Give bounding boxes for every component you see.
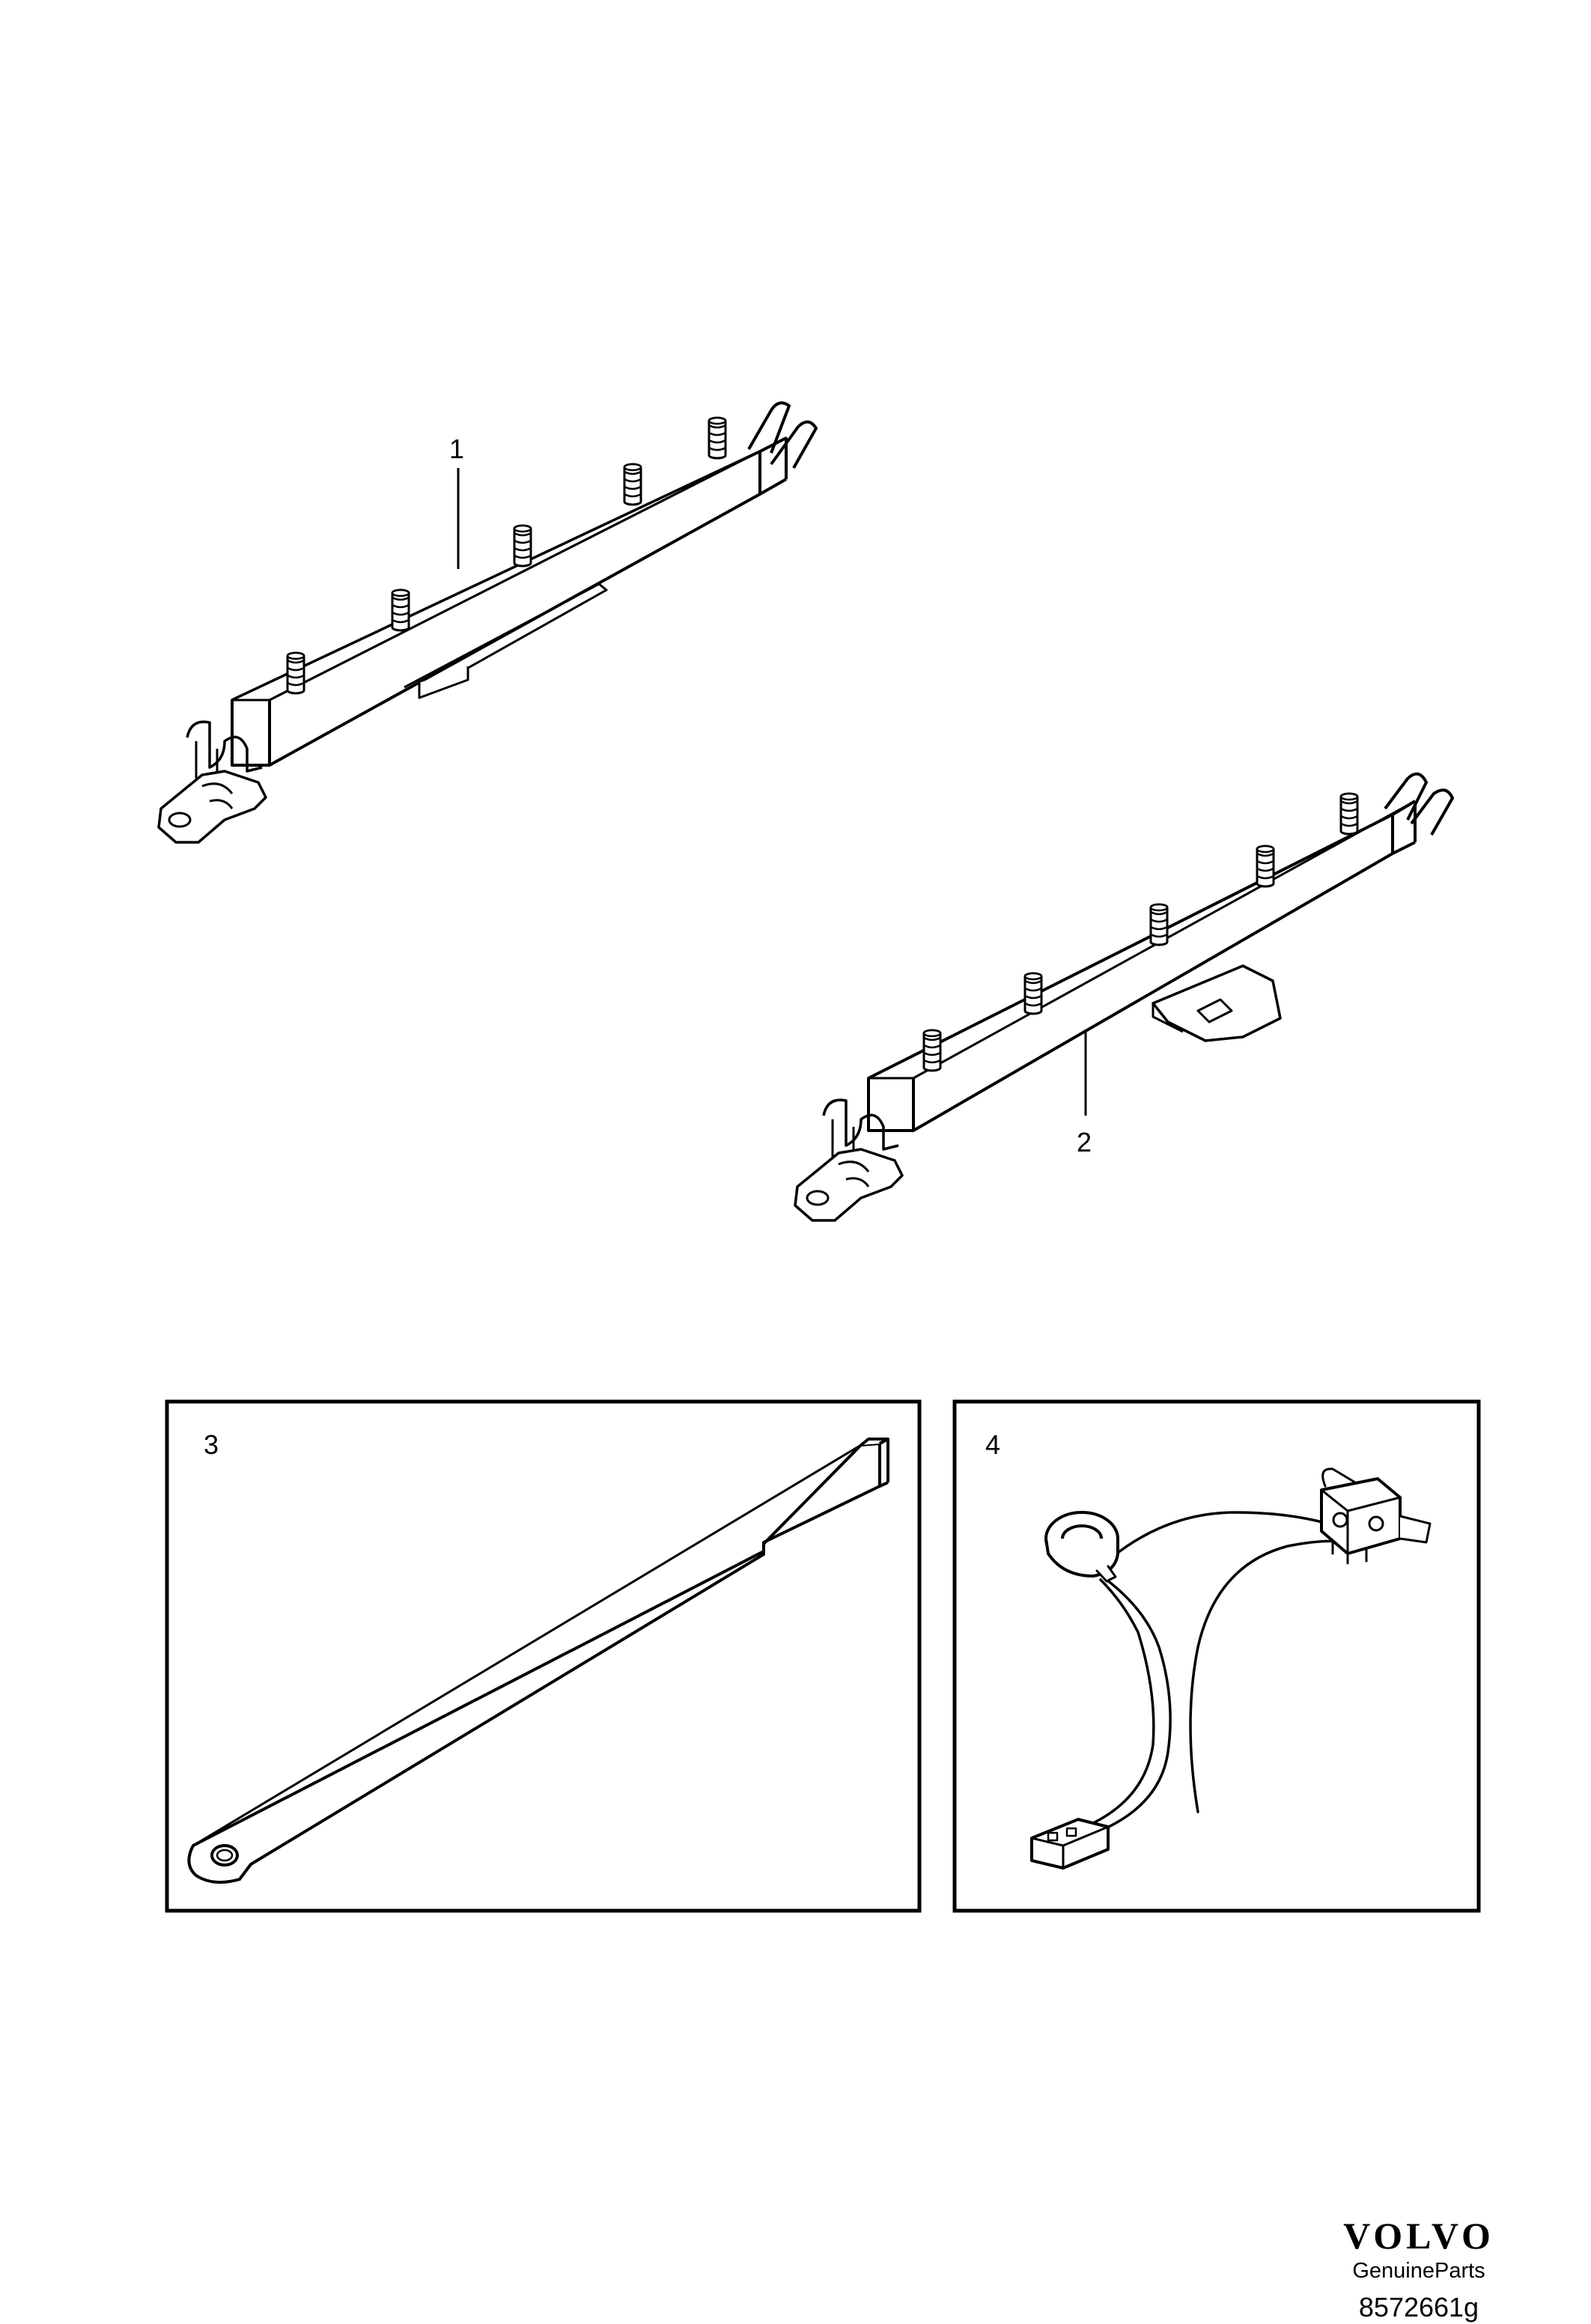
- callout-3: 3: [204, 1429, 219, 1460]
- callout-2: 2: [1077, 1127, 1092, 1158]
- callout-4: 4: [985, 1429, 1000, 1460]
- part-4-frame: [952, 1399, 1481, 1913]
- drawing-number: 8572661g: [1358, 2292, 1479, 2323]
- strap: [187, 1438, 889, 1884]
- callout-leaders: [457, 468, 1087, 1116]
- volvo-logo: VOLVO: [1343, 2215, 1494, 2257]
- brand-block: VOLVO GenuineParts 8572661g: [1329, 2215, 1509, 2324]
- callout-1: 1: [449, 434, 464, 464]
- brand-subtitle: GenuineParts: [1352, 2259, 1485, 2283]
- wiring-harness: [1030, 1467, 1432, 1870]
- seat-rail-1: [157, 401, 818, 844]
- seat-rail-2: [794, 772, 1454, 1222]
- part-3-frame: [165, 1399, 922, 1913]
